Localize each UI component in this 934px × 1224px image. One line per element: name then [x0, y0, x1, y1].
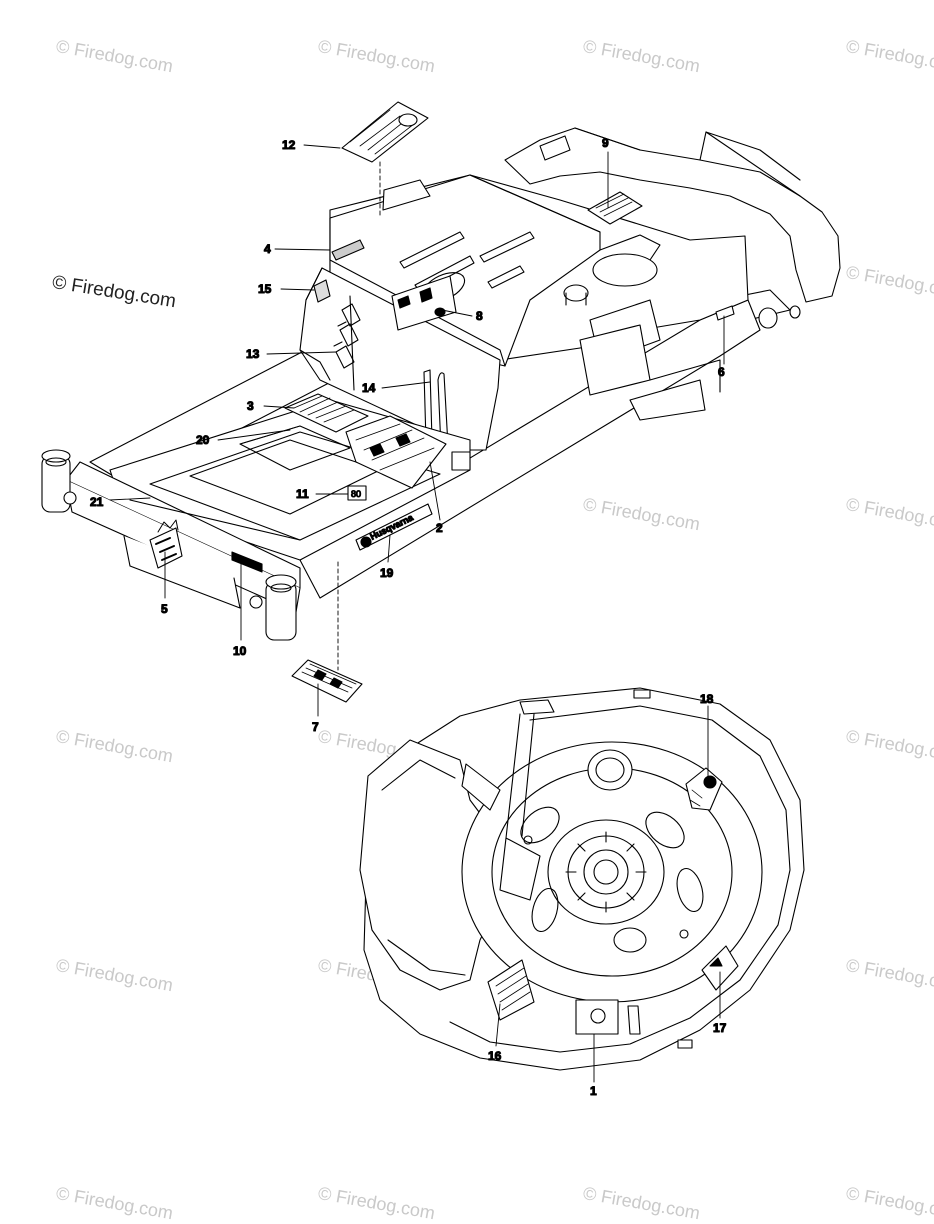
callout-1: 1	[590, 1084, 597, 1098]
decal-3	[284, 393, 369, 433]
callout-9: 9	[602, 136, 609, 150]
callout-19: 19	[380, 566, 394, 580]
decal-6	[715, 305, 735, 321]
callout-5: 5	[161, 602, 168, 616]
callout-20: 20	[196, 433, 210, 447]
decal-9	[587, 191, 643, 225]
callout-15: 15	[258, 282, 272, 296]
front-caster-tube	[41, 449, 71, 513]
decal-18	[685, 767, 723, 811]
decal-11: 80	[347, 485, 367, 501]
callout-4: 4	[264, 242, 271, 256]
decal-5-crown-logo	[149, 519, 183, 569]
decal-7	[291, 659, 363, 703]
callout-6: 6	[718, 365, 725, 379]
callouts: 12 9 4 15 8 13 6 14 3 20 11 21 2 19 5 10…	[89, 135, 727, 1098]
decal-21	[129, 499, 301, 541]
decal-13	[333, 321, 347, 347]
callout-2: 2	[436, 521, 443, 535]
callout-10: 10	[233, 644, 247, 658]
callout-12: 12	[282, 138, 296, 152]
decal-11-text: 80	[351, 489, 361, 499]
callout-17: 17	[713, 1021, 727, 1035]
decal-1	[575, 999, 641, 1035]
decal-17	[701, 945, 739, 991]
callout-8: 8	[476, 309, 483, 323]
decal-12	[341, 101, 429, 163]
callout-13: 13	[246, 347, 260, 361]
leader-lines	[109, 144, 725, 1083]
decal-20	[239, 425, 301, 445]
callout-3: 3	[247, 399, 254, 413]
decal-4	[331, 239, 365, 261]
callout-14: 14	[362, 381, 376, 395]
front-caster-tube	[265, 574, 297, 641]
decal-10	[231, 551, 263, 573]
callout-11: 11	[296, 487, 309, 501]
decal-2	[345, 415, 447, 489]
decal-15	[313, 279, 331, 303]
callout-18: 18	[700, 692, 714, 706]
callout-16: 16	[488, 1049, 502, 1063]
callout-7: 7	[312, 720, 319, 734]
callout-21: 21	[90, 495, 104, 509]
